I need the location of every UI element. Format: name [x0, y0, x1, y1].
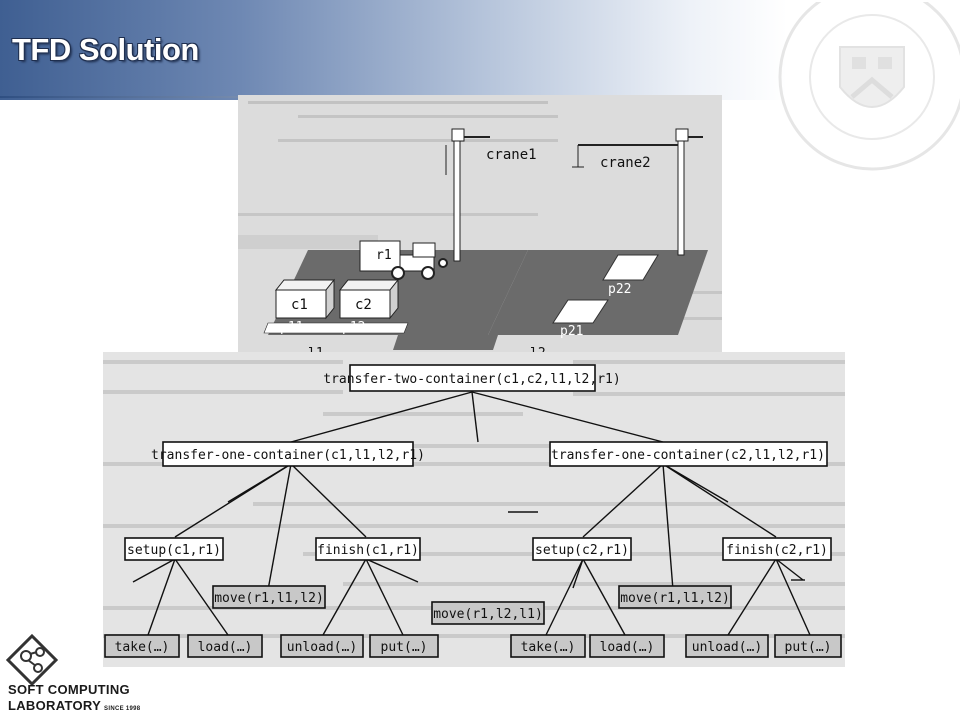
crane1-drawing — [445, 128, 490, 262]
svg-text:finish(c1,r1): finish(c1,r1) — [317, 543, 419, 558]
svg-text:take(…): take(…) — [115, 640, 170, 655]
leaf-move-1: move(r1,l1,l2) — [212, 585, 326, 609]
leaf-put-1: put(…) — [369, 634, 439, 658]
label-p11: p11 — [280, 320, 303, 335]
crane-scene-figure: crane1 crane2 r1 c1 c2 p11 p12 p21 p22 l… — [238, 95, 722, 360]
task-decomposition-tree: transfer-two-container(c1,c2,l1,l2,r1) t… — [103, 352, 845, 667]
label-robot-r1: r1 — [376, 248, 392, 263]
svg-text:unload(…): unload(…) — [287, 640, 357, 655]
pile-p21-area — [552, 299, 609, 324]
svg-text:move(r1,l1,l2): move(r1,l1,l2) — [620, 591, 730, 606]
svg-text:take(…): take(…) — [521, 640, 576, 655]
leaf-load-1: load(…) — [187, 634, 263, 658]
slide-title: TFD Solution — [12, 32, 199, 67]
svg-text:move(r1,l2,l1): move(r1,l2,l1) — [433, 607, 543, 622]
node-setup-c2: setup(c2,r1) — [532, 537, 632, 561]
leaf-put-2: put(…) — [774, 634, 842, 658]
label-crane2: crane2 — [600, 155, 651, 171]
leaf-move-2: move(r1,l2,l1) — [431, 601, 545, 625]
label-p21: p21 — [560, 324, 583, 339]
label-c2: c2 — [355, 297, 372, 313]
label-p22: p22 — [608, 282, 631, 297]
crane2-drawing — [572, 128, 703, 256]
leaf-unload-2: unload(…) — [685, 634, 769, 658]
leaf-move-3: move(r1,l1,l2) — [618, 585, 732, 609]
svg-text:load(…): load(…) — [198, 640, 253, 655]
svg-text:put(…): put(…) — [381, 640, 428, 655]
container-c2 — [338, 278, 400, 320]
node-transfer-one-c1: transfer-one-container(c1,l1,l2,r1) — [151, 441, 425, 467]
container-c1 — [274, 278, 336, 320]
robot-r1 — [359, 240, 448, 280]
node-finish-c1: finish(c1,r1) — [315, 537, 421, 561]
svg-text:setup(c2,r1): setup(c2,r1) — [535, 543, 629, 558]
logo-since: SINCE 1998 — [104, 706, 141, 712]
leaf-take-1: take(…) — [104, 634, 180, 658]
soft-computing-lab-logo — [6, 634, 59, 687]
leaf-load-2: load(…) — [589, 634, 665, 658]
node-root: transfer-two-container(c1,c2,l1,l2,r1) — [323, 364, 621, 392]
logo-lab-name: LABORATORY — [8, 698, 102, 713]
label-p12: p12 — [342, 320, 365, 335]
svg-text:unload(…): unload(…) — [692, 640, 762, 655]
node-setup-c1: setup(c1,r1) — [124, 537, 224, 561]
label-c1: c1 — [291, 297, 308, 313]
svg-text:setup(c1,r1): setup(c1,r1) — [127, 543, 221, 558]
leaf-take-2: take(…) — [510, 634, 586, 658]
svg-text:load(…): load(…) — [600, 640, 655, 655]
pile-p22-area — [602, 254, 659, 281]
logo-text-line1: SOFT COMPUTING — [8, 682, 130, 697]
svg-text:transfer-two-container(c1,c2,l: transfer-two-container(c1,c2,l1,l2,r1) — [323, 372, 620, 387]
svg-text:put(…): put(…) — [785, 640, 832, 655]
label-crane1: crane1 — [486, 147, 537, 163]
tree-edges — [132, 391, 811, 636]
leaf-unload-1: unload(…) — [280, 634, 364, 658]
svg-text:transfer-one-container(c2,l1,l: transfer-one-container(c2,l1,l2,r1) — [551, 448, 825, 463]
slide-header-band — [0, 0, 960, 100]
svg-text:move(r1,l1,l2): move(r1,l1,l2) — [214, 591, 324, 606]
node-transfer-one-c2: transfer-one-container(c2,l1,l2,r1) — [549, 441, 828, 467]
svg-text:finish(c2,r1): finish(c2,r1) — [726, 543, 828, 558]
node-finish-c2: finish(c2,r1) — [722, 537, 832, 561]
svg-text:transfer-one-container(c1,l1,l: transfer-one-container(c1,l1,l2,r1) — [151, 448, 425, 463]
university-seal-watermark — [778, 2, 960, 171]
